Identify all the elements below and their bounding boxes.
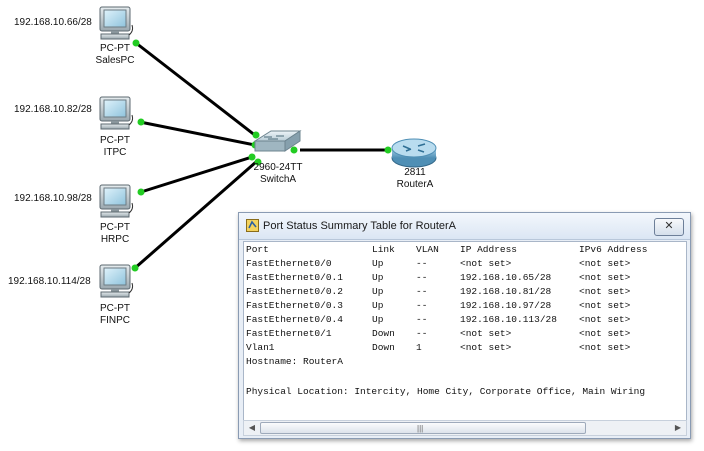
router-icon[interactable]	[391, 138, 437, 168]
vlan-cell: 1	[416, 342, 422, 353]
window-title: Port Status Summary Table for RouterA	[263, 220, 456, 232]
ipv6-cell: <not set>	[579, 258, 631, 269]
link-cell: Down	[372, 328, 395, 339]
vlan-cell: --	[416, 286, 428, 297]
ip-cell: 192.168.10.97/28	[460, 300, 552, 311]
ipv6-cell: <not set>	[579, 300, 631, 311]
device-label-itpc: PC-PT ITPC	[85, 135, 145, 159]
link-light	[384, 146, 392, 154]
device-name: ITPC	[103, 147, 127, 158]
device-name: SwitchA	[259, 174, 297, 185]
network-links	[134, 41, 388, 270]
port-cell: FastEthernet0/0.1	[246, 272, 343, 283]
hostname-text: Hostname: RouterA	[246, 356, 343, 367]
device-model: PC-PT	[100, 135, 130, 146]
vlan-cell: --	[416, 314, 428, 325]
link-light	[248, 153, 256, 161]
port-cell: FastEthernet0/0.2	[246, 286, 343, 297]
port-cell: FastEthernet0/0.4	[246, 314, 343, 325]
ip-cell: <not set>	[460, 342, 512, 353]
physical-location-text: Physical Location: Intercity, Home City,…	[246, 386, 646, 397]
device-label-router: 2811 RouterA	[385, 167, 445, 191]
link-itpc-switch[interactable]	[139, 120, 256, 147]
ipv6-cell: <not set>	[579, 314, 631, 325]
pc-ip-label: 192.168.10.98/28	[14, 193, 92, 204]
switch-icon[interactable]	[253, 130, 302, 152]
column-header-ipv6: IPv6 Address	[579, 244, 648, 255]
ip-cell: <not set>	[460, 328, 512, 339]
ipv6-cell: <not set>	[579, 286, 631, 297]
device-model: 2960-24TT	[253, 162, 303, 173]
column-header-vlan: VLAN	[416, 244, 439, 255]
horizontal-scrollbar[interactable]: ◀ ||| ▶	[243, 420, 687, 436]
link-cell: Up	[372, 286, 384, 297]
link-hrpc-switch[interactable]	[140, 154, 256, 194]
close-button[interactable]: ✕	[654, 218, 684, 236]
link-cell: Up	[372, 314, 384, 325]
device-name: RouterA	[396, 179, 434, 190]
vlan-cell: --	[416, 272, 428, 283]
link-cell: Up	[372, 258, 384, 269]
device-model: PC-PT	[100, 43, 130, 54]
device-name: HRPC	[100, 234, 130, 245]
port-status-table: Port Link VLAN IP Address IPv6 Address F…	[243, 241, 687, 421]
ipv6-cell: <not set>	[579, 328, 631, 339]
pc-icon[interactable]	[99, 6, 134, 40]
device-label-switch: 2960-24TT SwitchA	[248, 162, 308, 186]
pc-ip-label: 192.168.10.66/28	[14, 17, 92, 28]
device-label-finpc: PC-PT FINPC	[85, 303, 145, 327]
grip-icon: |||	[417, 424, 424, 433]
link-light	[290, 146, 298, 154]
ipv6-cell: <not set>	[579, 272, 631, 283]
port-cell: FastEthernet0/1	[246, 328, 332, 339]
port-cell: FastEthernet0/0	[246, 258, 332, 269]
device-model: 2811	[404, 167, 426, 178]
port-cell: FastEthernet0/0.3	[246, 300, 343, 311]
device-label-hrpc: PC-PT HRPC	[85, 222, 145, 246]
link-salespc-switch[interactable]	[135, 41, 257, 138]
pc-ip-label: 192.168.10.82/28	[14, 104, 92, 115]
port-cell: Vlan1	[246, 342, 275, 353]
device-label-salespc: PC-PT SalesPC	[85, 43, 145, 67]
scrollbar-thumb[interactable]: |||	[260, 422, 586, 434]
link-cell: Down	[372, 342, 395, 353]
scroll-right-arrow-icon[interactable]: ▶	[674, 423, 682, 432]
link-light	[131, 264, 139, 272]
device-model: PC-PT	[100, 222, 130, 233]
column-header-link: Link	[372, 244, 395, 255]
pc-ip-label: 192.168.10.114/28	[8, 276, 91, 287]
ip-cell: <not set>	[460, 258, 512, 269]
pc-icon[interactable]	[99, 264, 134, 298]
port-status-window[interactable]: Port Status Summary Table for RouterA ✕ …	[238, 212, 691, 439]
vlan-cell: --	[416, 328, 428, 339]
column-header-port: Port	[246, 244, 269, 255]
device-model: PC-PT	[100, 303, 130, 314]
scroll-left-arrow-icon[interactable]: ◀	[248, 423, 256, 432]
vlan-cell: --	[416, 300, 428, 311]
link-cell: Up	[372, 300, 384, 311]
vlan-cell: --	[416, 258, 428, 269]
link-light	[252, 131, 260, 139]
packet-tracer-app-icon	[246, 219, 259, 232]
ip-cell: 192.168.10.113/28	[460, 314, 557, 325]
window-titlebar[interactable]: Port Status Summary Table for RouterA ✕	[239, 213, 690, 240]
pc-icon[interactable]	[99, 96, 134, 130]
link-light	[137, 118, 145, 126]
link-light	[137, 188, 145, 196]
link-light	[132, 39, 140, 47]
ip-cell: 192.168.10.65/28	[460, 272, 552, 283]
device-name: SalesPC	[95, 55, 135, 66]
ipv6-cell: <not set>	[579, 342, 631, 353]
device-name: FINPC	[100, 315, 130, 326]
link-light	[254, 158, 262, 166]
column-header-ip: IP Address	[460, 244, 518, 255]
link-cell: Up	[372, 272, 384, 283]
pc-icon[interactable]	[99, 184, 134, 218]
ip-cell: 192.168.10.81/28	[460, 286, 552, 297]
link-finpc-switch[interactable]	[134, 160, 257, 270]
